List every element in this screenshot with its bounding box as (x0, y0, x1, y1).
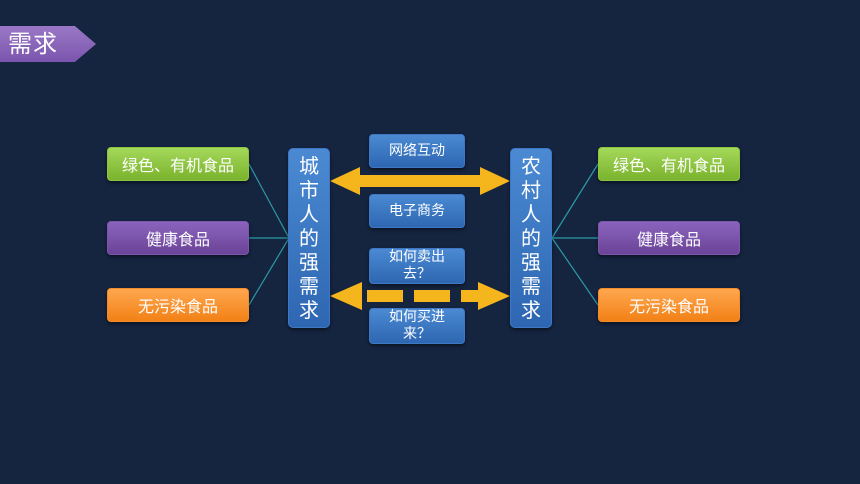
left-connector-1 (248, 163, 290, 239)
title-tab: 需求 (0, 26, 96, 62)
bottom-arrow-dash-2 (414, 290, 450, 302)
left-item-green-organic: 绿色、有机食品 (107, 147, 249, 181)
left-item-pollution-free: 无污染食品 (107, 288, 249, 322)
vertical-char: 强 (521, 250, 541, 274)
vertical-char: 农 (521, 154, 541, 178)
right-connector-3 (551, 237, 599, 306)
network-interaction-box: 网络互动 (369, 134, 465, 168)
vertical-char: 求 (299, 298, 319, 322)
vertical-char: 需 (521, 274, 541, 298)
rural-demand-box: 农村人的强需求 (510, 148, 552, 328)
bottom-arrow-left-head (330, 282, 362, 310)
vertical-char: 需 (299, 274, 319, 298)
vertical-char: 强 (299, 250, 319, 274)
right-item-pollution-free: 无污染食品 (598, 288, 740, 322)
vertical-char: 村 (521, 178, 541, 202)
vertical-char: 的 (521, 226, 541, 250)
vertical-char: 求 (521, 298, 541, 322)
bottom-arrow-dash-1 (367, 290, 403, 302)
top-double-arrow (330, 167, 510, 195)
city-demand-box: 城市人的强需求 (288, 148, 330, 328)
vertical-char: 人 (299, 202, 319, 226)
bottom-arrow-right-head (478, 282, 510, 310)
vertical-char: 市 (299, 178, 319, 202)
vertical-char: 人 (521, 202, 541, 226)
right-item-healthy: 健康食品 (598, 221, 740, 255)
page-title: 需求 (8, 30, 58, 58)
vertical-char: 城 (299, 154, 319, 178)
right-item-green-organic: 绿色、有机食品 (598, 147, 740, 181)
left-connector-3 (248, 237, 290, 306)
ecommerce-box: 电子商务 (369, 194, 465, 228)
left-item-healthy: 健康食品 (107, 221, 249, 255)
how-to-sell-box: 如何卖出去？ (369, 248, 465, 284)
vertical-char: 的 (299, 226, 319, 250)
right-connector-1 (551, 163, 599, 239)
bottom-arrow-dash-3 (461, 290, 481, 302)
how-to-buy-box: 如何买进来？ (369, 308, 465, 344)
